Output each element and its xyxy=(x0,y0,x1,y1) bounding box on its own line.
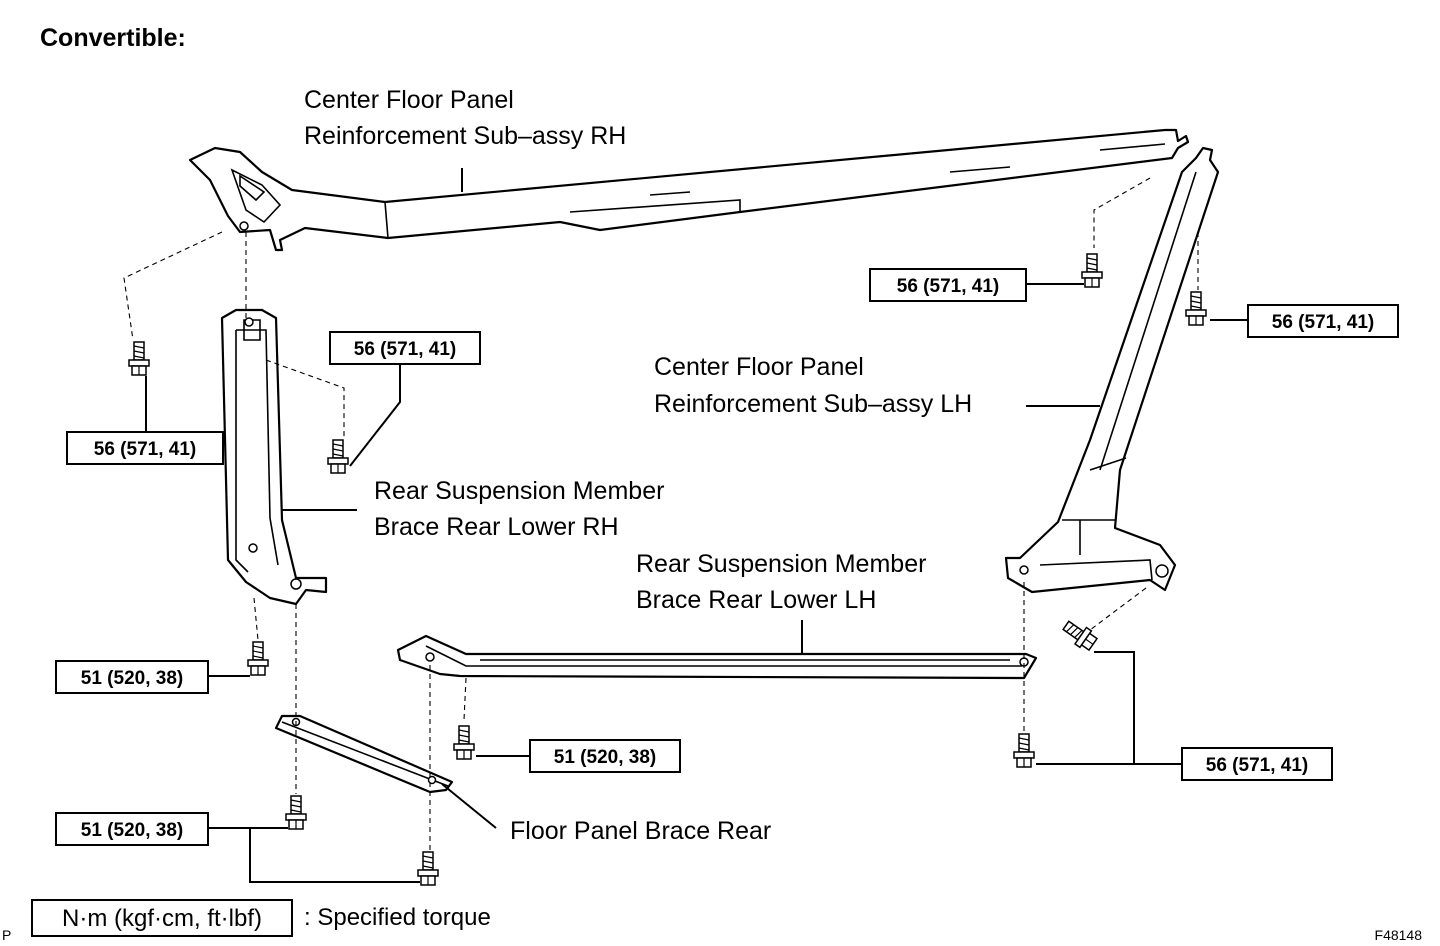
torque-box: 56 (571, 41) xyxy=(1181,747,1333,781)
label-cfp-rh-line2: Reinforcement Sub–assy RH xyxy=(304,122,626,150)
bolt-icon xyxy=(327,439,349,474)
leader-lines xyxy=(145,168,1248,883)
diagram-heading: Convertible: xyxy=(40,24,186,52)
torque-box: 56 (571, 41) xyxy=(1247,304,1399,338)
legend-unit: N·m (kgf·cm, ft·lbf) xyxy=(62,905,262,932)
torque-box: 56 (571, 41) xyxy=(869,268,1027,302)
bolt-icon xyxy=(417,851,439,886)
label-floor-panel-brace-rear: Floor Panel Brace Rear xyxy=(510,817,771,845)
bolt-icon xyxy=(128,341,150,376)
torque-value: 56 (571, 41) xyxy=(94,439,196,460)
alignment-lines xyxy=(123,177,1199,850)
bolt-icon xyxy=(1081,253,1103,288)
bolt-icon xyxy=(1059,616,1100,654)
torque-box: 51 (520, 38) xyxy=(55,660,209,694)
bolt-icon xyxy=(1013,733,1035,768)
center-floor-panel-reinforcement-rh xyxy=(188,128,1190,252)
torque-value: 51 (520, 38) xyxy=(81,668,183,689)
rear-suspension-member-brace-lower-lh xyxy=(396,634,1038,680)
figure-id: F48148 xyxy=(1375,927,1423,943)
label-rsm-rh-line1: Rear Suspension Member xyxy=(374,477,664,505)
label-cfp-rh-line1: Center Floor Panel xyxy=(304,86,514,114)
torque-value: 56 (571, 41) xyxy=(1206,755,1308,776)
label-cfp-lh-line1: Center Floor Panel xyxy=(654,353,864,381)
torque-box: 56 (571, 41) xyxy=(329,331,481,365)
corner-mark: P xyxy=(2,927,11,943)
label-rsm-rh-line2: Brace Rear Lower RH xyxy=(374,513,619,541)
bolt-icon xyxy=(1185,291,1207,326)
legend-meaning: : Specified torque xyxy=(304,904,491,931)
bolt-icon xyxy=(285,795,307,830)
torque-box: 56 (571, 41) xyxy=(66,431,224,465)
label-cfp-lh-line2: Reinforcement Sub–assy LH xyxy=(654,390,972,418)
torque-box: 51 (520, 38) xyxy=(529,739,681,773)
bolt-icon xyxy=(453,725,475,760)
torque-value: 51 (520, 38) xyxy=(81,820,183,841)
bolt-icon xyxy=(247,641,269,676)
torque-value: 56 (571, 41) xyxy=(1272,312,1374,333)
floor-panel-brace-rear xyxy=(274,714,454,794)
label-rsm-lh-line2: Brace Rear Lower LH xyxy=(636,586,876,614)
torque-value: 56 (571, 41) xyxy=(897,276,999,297)
torque-legend: N·m (kgf·cm, ft·lbf) : Specified torque xyxy=(31,899,491,937)
torque-value: 51 (520, 38) xyxy=(554,747,656,768)
rear-suspension-member-brace-lower-rh xyxy=(220,308,328,606)
torque-value: 56 (571, 41) xyxy=(354,339,456,360)
center-floor-panel-reinforcement-lh xyxy=(1004,146,1220,594)
torque-box: 51 (520, 38) xyxy=(55,812,209,846)
label-rsm-lh-line1: Rear Suspension Member xyxy=(636,550,926,578)
